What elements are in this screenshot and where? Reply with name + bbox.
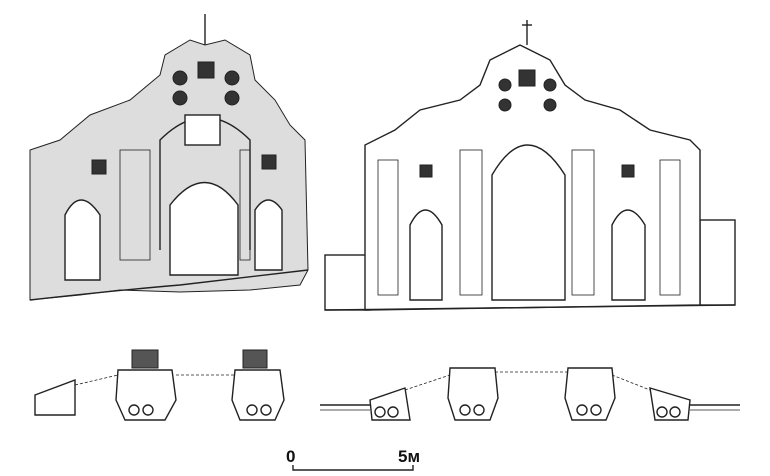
elevation-ruined-state <box>29 14 309 301</box>
rosette-ornaments <box>419 69 635 178</box>
scale-start-label: 0 <box>286 447 295 466</box>
elevation-reconstruction <box>324 20 736 311</box>
scale-bar: 0 5м <box>286 447 420 471</box>
scale-end-label: 5м <box>398 447 420 466</box>
plan-ruined-state <box>34 349 285 421</box>
scale-line <box>292 465 414 471</box>
plan-reconstruction <box>320 367 740 421</box>
rosette-ornaments <box>91 61 277 175</box>
